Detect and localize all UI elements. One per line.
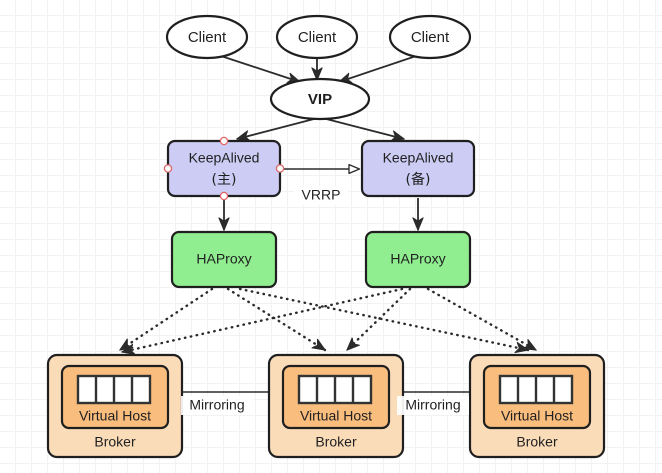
client-node-2[interactable]: Client [275,14,359,60]
queue-icon-3 [498,374,574,405]
broker-node-2[interactable]: Virtual Host Broker [267,353,405,459]
edge-haproxy1-broker3 [238,287,530,350]
haproxy-label-1: HAProxy [196,251,251,267]
connection-point-top[interactable] [219,136,229,146]
keepalived-master-sublabel: (主) [212,172,237,188]
connection-point-left[interactable] [163,164,173,173]
broker-label-3: Broker [516,434,558,450]
virtual-host-label-2: Virtual Host [300,408,372,424]
virtual-host-label-1: Virtual Host [79,408,151,424]
edge-haproxy1-broker2 [226,287,327,352]
broker-node-3[interactable]: Virtual Host Broker [468,353,606,459]
haproxy-label-2: HAProxy [390,251,445,267]
keepalived-master-label: KeepAlived [189,150,260,166]
edge-client3-vip [339,54,420,82]
queue-icon-1 [76,374,152,405]
mirroring-label-right-bg [397,396,469,415]
edge-haproxy1-broker1 [118,287,214,352]
keepalived-to-haproxy-edges [224,198,418,230]
haproxy-box-2[interactable] [364,230,472,289]
keepalived-backup-label: KeepAlived [383,150,454,166]
haproxy-box-1[interactable] [170,230,278,289]
broker-node-1[interactable]: Virtual Host Broker [46,353,184,459]
mirroring-label-left: Mirroring [189,397,244,413]
mirroring-label-left-bg [181,396,253,415]
vip-label: VIP [308,91,332,108]
client-node-3[interactable]: Client [388,14,472,60]
keepalived-backup-box[interactable] [360,139,476,198]
client-ellipse-2[interactable] [275,14,359,60]
broker-label-2: Broker [315,434,357,450]
client-nodes: Client Client Client [165,14,472,60]
connection-point-bottom[interactable] [219,191,229,201]
edge-haproxy2-broker1 [120,287,404,352]
haproxy-to-broker-edges [118,287,538,352]
vip-node[interactable]: VIP [269,77,371,121]
haproxy-node-2[interactable]: HAProxy [364,230,472,289]
haproxy-node-1[interactable]: HAProxy [170,230,278,289]
vip-ellipse[interactable] [269,77,371,121]
client-node-1[interactable]: Client [165,14,249,60]
client-label-3: Client [411,29,450,46]
client-ellipse-1[interactable] [165,14,249,60]
keepalived-master-node[interactable]: KeepAlived (主) [163,136,285,201]
mirroring-label-right: Mirroring [405,397,460,413]
vrrp-label-bg [294,186,348,205]
keepalived-backup-sublabel: (备) [406,171,431,188]
client-to-vip-edges [217,54,420,82]
edge-haproxy2-broker3 [426,287,538,352]
client-label-2: Client [298,29,337,46]
edge-haproxy2-broker2 [345,287,412,352]
broker-label-1: Broker [94,434,136,450]
keepalived-backup-node[interactable]: KeepAlived (备) [360,139,476,198]
client-ellipse-3[interactable] [388,14,472,60]
virtual-host-label-3: Virtual Host [501,408,573,424]
edge-client1-vip [217,54,300,82]
queue-icon-2 [297,374,373,405]
connection-point-right[interactable] [275,164,285,173]
client-label-1: Client [188,29,227,46]
edge-label-group: VRRP Mirroring Mirroring [181,186,469,415]
vrrp-label: VRRP [302,187,341,203]
